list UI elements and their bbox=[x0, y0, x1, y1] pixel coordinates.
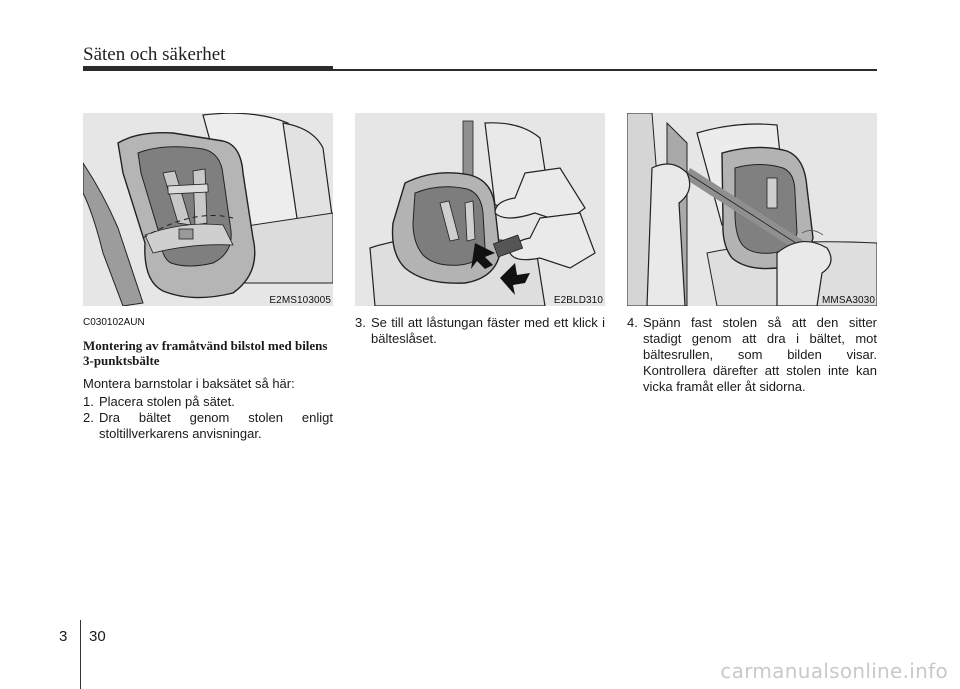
column-3-text: 4. Spänn fast stolen så att den sitter s… bbox=[627, 315, 877, 395]
step-number: 4. bbox=[627, 315, 638, 330]
step-text: Spänn fast stolen så att den sitter stad… bbox=[643, 315, 877, 394]
column-1-text: C030102AUN Montering av framåtvänd bilst… bbox=[83, 315, 333, 442]
step-number: 3. bbox=[355, 315, 366, 330]
step-number: 2. bbox=[83, 410, 94, 425]
watermark-text: carmanualsonline.info bbox=[720, 659, 948, 683]
section-code: C030102AUN bbox=[83, 317, 145, 328]
illustration-child-seat-bench bbox=[83, 113, 333, 306]
header-rule-thick bbox=[83, 66, 333, 71]
figure-code: E2BLD310 bbox=[553, 295, 603, 306]
section-heading: Montering av framåtvänd bilstol med bile… bbox=[83, 338, 328, 368]
step-2: 2. Dra bältet genom stolen enligt stolti… bbox=[83, 410, 333, 442]
step-text: Placera stolen på sätet. bbox=[99, 394, 235, 409]
figure-tighten-belt: MMSA3030 bbox=[627, 113, 877, 306]
page-number: 30 bbox=[89, 628, 106, 645]
page-header-title: Säten och säkerhet bbox=[83, 44, 226, 65]
illustration-pull-belt bbox=[627, 113, 877, 306]
step-1: 1. Placera stolen på sätet. bbox=[83, 394, 333, 410]
step-4: 4. Spänn fast stolen så att den sitter s… bbox=[627, 315, 877, 395]
illustration-buckle-click bbox=[369, 120, 596, 306]
column-2-text: 3. Se till att låstungan fäster med ett … bbox=[355, 315, 605, 347]
header-rule-thin bbox=[333, 69, 877, 71]
figure-buckle-latching: E2BLD310 bbox=[355, 113, 605, 306]
figure-code: MMSA3030 bbox=[821, 295, 875, 306]
step-text: Se till att låstungan fäster med ett kli… bbox=[371, 315, 605, 346]
step-text: Dra bältet genom stolen enligt stoltillv… bbox=[99, 410, 333, 441]
intro-text: Montera barnstolar i baksätet så här: bbox=[83, 376, 295, 391]
step-3: 3. Se till att låstungan fäster med ett … bbox=[355, 315, 605, 347]
figure-code: E2MS103005 bbox=[269, 295, 331, 306]
figure-seat-on-rear-bench: E2MS103005 bbox=[83, 113, 333, 306]
chapter-number: 3 bbox=[59, 628, 68, 645]
step-number: 1. bbox=[83, 394, 94, 409]
footer-divider bbox=[80, 620, 81, 689]
